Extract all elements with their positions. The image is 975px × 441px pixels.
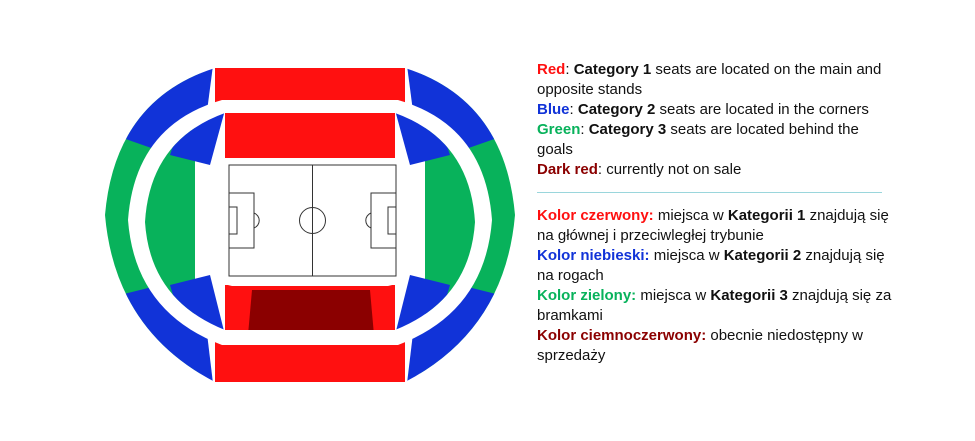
football-pitch bbox=[228, 164, 397, 277]
legend-separator-text: : bbox=[597, 161, 607, 178]
legend-text: seats are located behind the goals bbox=[537, 121, 859, 158]
legend-entry-en-red: Red: Category 1 seats are located on the… bbox=[537, 60, 897, 100]
legend-color-word: Green bbox=[537, 121, 581, 138]
legend-text: znajdują się na głównej i przeciwległej … bbox=[537, 207, 889, 244]
legend-text: obecnie niedostępny w sprzedaży bbox=[537, 327, 863, 364]
legend-entry-pl-dark-red: Kolor ciemnoczerwony: obecnie niedostępn… bbox=[537, 326, 897, 366]
legend-color-word: Blue bbox=[537, 101, 570, 118]
stadium-seating-map bbox=[105, 68, 515, 382]
legend-entry-en-dark-red: Dark red: currently not on sale bbox=[537, 160, 897, 180]
legend-text: currently not on sale bbox=[606, 161, 742, 178]
field-area bbox=[204, 158, 416, 286]
legend-text: znajdują się na rogach bbox=[537, 247, 885, 284]
legend-color-word: Kolor czerwony: bbox=[537, 207, 654, 224]
legend-color-word: Kolor niebieski: bbox=[537, 247, 650, 264]
seating-legend: Red: Category 1 seats are located on the… bbox=[537, 60, 897, 366]
inner-red-main-stand[interactable] bbox=[225, 110, 395, 158]
legend-category: Category 3 bbox=[588, 121, 667, 138]
legend-category: Kategorii 1 bbox=[727, 207, 806, 224]
legend-text: miejsca w bbox=[636, 287, 711, 304]
legend-color-word: Dark red bbox=[537, 161, 598, 178]
legend-entry-pl-blue: Kolor niebieski: miejsca w Kategorii 2 z… bbox=[537, 246, 897, 286]
dark-red-unavailable-section[interactable] bbox=[248, 290, 374, 335]
legend-separator bbox=[537, 192, 882, 193]
legend-category: Kategorii 3 bbox=[710, 287, 788, 304]
legend-color-word: Red bbox=[537, 61, 566, 78]
legend-english: Red: Category 1 seats are located on the… bbox=[537, 60, 897, 180]
legend-category: Kategorii 2 bbox=[723, 247, 802, 264]
legend-polish: Kolor czerwony: miejsca w Kategorii 1 zn… bbox=[537, 206, 897, 366]
legend-text: seats are located on the main and opposi… bbox=[537, 61, 882, 98]
legend-separator-text: : bbox=[580, 121, 589, 138]
legend-separator-text: : bbox=[569, 101, 578, 118]
legend-category: Category 1 bbox=[573, 61, 652, 78]
legend-color-word: Kolor zielony: bbox=[537, 287, 637, 304]
legend-text: seats are located in the corners bbox=[655, 101, 869, 118]
legend-text: miejsca w bbox=[649, 247, 724, 264]
legend-entry-en-green: Green: Category 3 seats are located behi… bbox=[537, 120, 897, 160]
legend-category: Category 2 bbox=[577, 101, 656, 118]
legend-entry-pl-red: Kolor czerwony: miejsca w Kategorii 1 zn… bbox=[537, 206, 897, 246]
legend-text: miejsca w bbox=[653, 207, 728, 224]
legend-separator-text: : bbox=[565, 61, 574, 78]
legend-text: znajdują się za bramkami bbox=[537, 287, 892, 324]
legend-color-word: Kolor ciemnoczerwony: bbox=[537, 327, 707, 344]
legend-entry-en-blue: Blue: Category 2 seats are located in th… bbox=[537, 100, 897, 120]
legend-entry-pl-green: Kolor zielony: miejsca w Kategorii 3 zna… bbox=[537, 286, 897, 326]
